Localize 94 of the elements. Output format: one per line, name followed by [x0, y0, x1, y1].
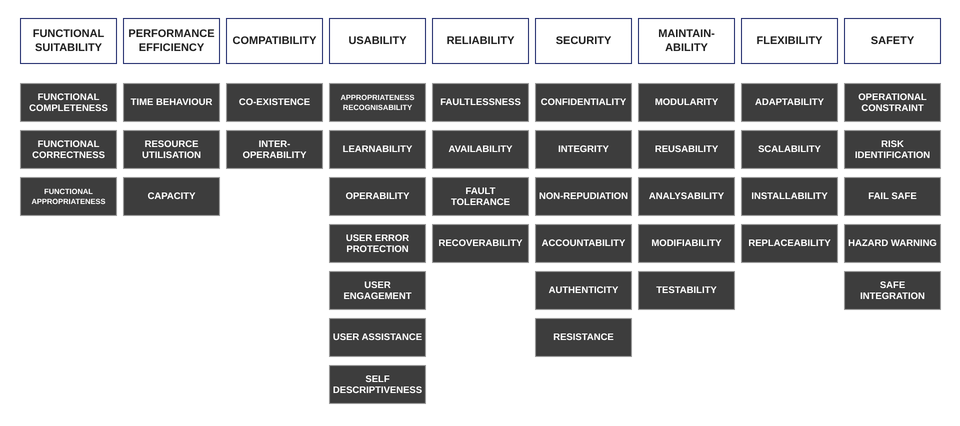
box-label: SCALABILITY: [758, 144, 821, 155]
box-label: MODULARITY: [654, 97, 718, 108]
box-label: AVAILABILITY: [448, 144, 513, 155]
subcategory-box: [638, 224, 735, 263]
subcategory-box: [638, 271, 735, 310]
box-label: TESTABILITY: [656, 285, 717, 296]
subcategory-box: [844, 271, 941, 310]
subcategory-box: [741, 130, 838, 169]
category-box: [20, 18, 117, 64]
box-label: OPERABILITY: [346, 191, 410, 202]
subcategory-box: [741, 83, 838, 122]
box-label: SAFETY: [870, 34, 914, 48]
box-label: RELIABILITY: [446, 34, 514, 48]
subcategory-box: [20, 83, 117, 122]
box-label: INTER-OPERABILITY: [242, 138, 308, 160]
box-label: FUNCTIONAL COMPLETENESS: [28, 92, 109, 114]
box-label: MAINTAIN-ABILITY: [657, 27, 716, 55]
category-box: [329, 18, 426, 64]
box-label: REPLACEABILITY: [748, 238, 831, 249]
box-label: INSTALLABILITY: [751, 191, 828, 202]
subcategory-box: [432, 224, 529, 263]
box-label: ADAPTABILITY: [755, 97, 824, 108]
subcategory-box: [329, 130, 426, 169]
category-box: [741, 18, 838, 64]
box-label: USER ENGAGEMENT: [342, 280, 413, 302]
box-label: CONFIDENTIALITY: [540, 97, 626, 108]
box-label: SELF DESCRIPTIVENESS: [332, 374, 423, 396]
category-box: [638, 18, 735, 64]
box-label: RESISTANCE: [553, 332, 614, 343]
box-label: COMPATIBILITY: [232, 34, 316, 48]
box-label: FAIL SAFE: [868, 191, 917, 202]
subcategory-box: [844, 130, 941, 169]
subcategory-box: [741, 224, 838, 263]
subcategory-box: [123, 177, 220, 216]
box-label: RECOVERABILITY: [438, 238, 522, 249]
subcategory-box: [226, 130, 323, 169]
subcategory-box: [535, 130, 632, 169]
subcategory-box: [535, 224, 632, 263]
category-box: [432, 18, 529, 64]
subcategory-box: [535, 271, 632, 310]
subcategory-box: [20, 130, 117, 169]
box-label: SAFE INTEGRATION: [859, 280, 926, 302]
box-label: INTEGRITY: [558, 144, 609, 155]
box-label: CO-EXISTENCE: [238, 97, 310, 108]
box-label: FLEXIBILITY: [756, 34, 822, 48]
box-label: AUTHENTICITY: [548, 285, 618, 296]
box-label: ANALYSABILITY: [648, 191, 724, 202]
category-box: [123, 18, 220, 64]
box-label: USER ERROR PROTECTION: [344, 232, 410, 254]
subcategory-box: [535, 318, 632, 357]
subcategory-box: [20, 177, 117, 216]
subcategory-box: [123, 130, 220, 169]
box-label: FUNCTIONAL SUITABILITY: [32, 27, 106, 55]
box-label: MODIFIABILITY: [651, 238, 722, 249]
box-label: PERFORMANCE EFFICIENCY: [128, 27, 215, 55]
subcategory-box: [329, 271, 426, 310]
box-label: FUNCTIONAL CORRECTNESS: [31, 138, 106, 160]
subcategory-box: [638, 83, 735, 122]
subcategory-box: [844, 177, 941, 216]
subcategory-box: [329, 365, 426, 404]
category-box: [226, 18, 323, 64]
subcategory-box: [741, 177, 838, 216]
subcategory-box: [535, 83, 632, 122]
box-label: USABILITY: [348, 34, 407, 48]
box-label: SECURITY: [556, 34, 612, 48]
subcategory-box: [638, 177, 735, 216]
subcategory-box: [432, 130, 529, 169]
subcategory-box: [329, 318, 426, 357]
box-label: TIME BEHAVIOUR: [130, 97, 212, 108]
box-label: FAULT TOLERANCE: [450, 186, 511, 208]
box-label: RESOURCE UTILISATION: [141, 138, 202, 160]
box-label: LEARNABILITY: [342, 144, 412, 155]
subcategory-box: [844, 224, 941, 263]
box-label: NON-REPUDIATION: [538, 191, 628, 202]
category-box: [844, 18, 941, 64]
subcategory-box: [123, 83, 220, 122]
box-label: REUSABILITY: [654, 144, 718, 155]
box-label: OPERATIONAL CONSTRAINT: [857, 92, 928, 114]
subcategory-box: [432, 83, 529, 122]
subcategory-box: [844, 83, 941, 122]
box-label: FAULTLESSNESS: [440, 97, 521, 108]
box-label: CAPACITY: [148, 191, 196, 202]
subcategory-box: [638, 130, 735, 169]
box-label: ACCOUNTABILITY: [542, 238, 626, 249]
subcategory-box: [226, 83, 323, 122]
subcategory-box: [329, 177, 426, 216]
box-label: USER ASSISTANCE: [332, 332, 422, 343]
category-box: [535, 18, 632, 64]
subcategory-box: [329, 83, 426, 122]
subcategory-box: [329, 224, 426, 263]
subcategory-box: [535, 177, 632, 216]
box-label: HAZARD WARNING: [848, 238, 937, 249]
box-label: RISK IDENTIFICATION: [854, 138, 932, 160]
subcategory-box: [432, 177, 529, 216]
